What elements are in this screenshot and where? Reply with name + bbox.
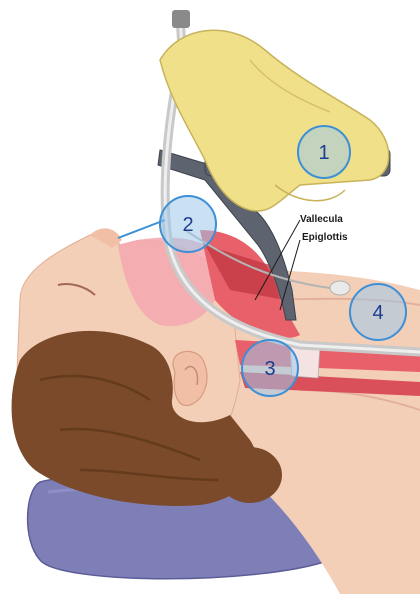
marker-3: 3	[242, 340, 298, 396]
marker-2: 2	[160, 196, 216, 252]
vallecula-label: Vallecula	[300, 214, 343, 225]
marker-1-number: 1	[318, 142, 329, 164]
epiglottis-label: Epiglottis	[302, 232, 348, 243]
marker-4-number: 4	[372, 302, 383, 324]
marker-2-number: 2	[182, 214, 193, 236]
marker-1: 1	[298, 126, 350, 178]
marker-3-number: 3	[264, 358, 275, 380]
gloved-hand	[160, 30, 389, 211]
marker-4: 4	[350, 284, 406, 340]
